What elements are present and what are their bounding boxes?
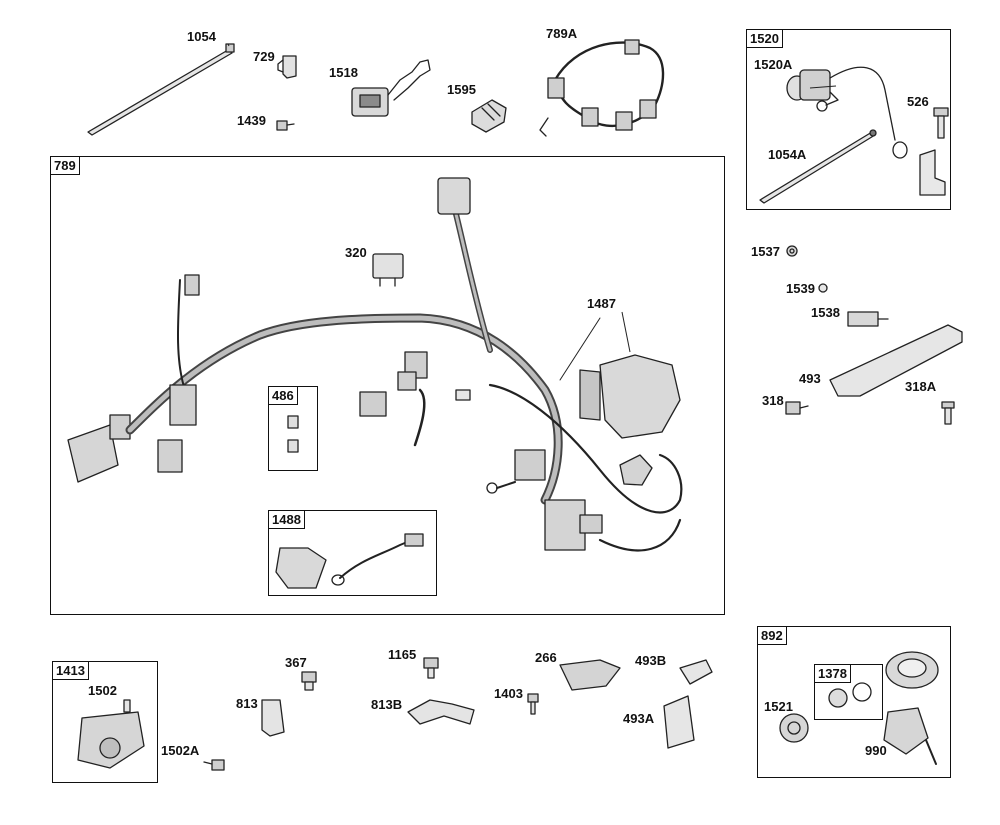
callout-990: 990 (865, 743, 887, 758)
callout-1439: 1439 (237, 113, 266, 128)
nut-1378 (828, 682, 872, 708)
callout-1054: 1054 (187, 29, 216, 44)
callout-266: 266 (535, 650, 557, 665)
callout-789A: 789A (546, 26, 578, 41)
washer-1539 (818, 283, 828, 293)
callout-1054A: 1054A (768, 147, 807, 162)
screw-367 (301, 671, 317, 691)
callout-318A: 318A (905, 379, 937, 394)
kit-1413-frame (52, 661, 158, 783)
bracket-1520 (919, 149, 946, 196)
callout-1520A: 1520A (754, 57, 793, 72)
callout-1502A: 1502A (161, 743, 200, 758)
box-label-1488: 1488 (268, 510, 305, 529)
connector-1488 (275, 533, 424, 589)
fuses-486 (287, 415, 299, 453)
kit-1520-frame (746, 29, 951, 210)
callout-526: 526 (907, 94, 929, 109)
screw-1165 (423, 657, 439, 679)
callout-1539: 1539 (786, 281, 815, 296)
bolt-318 (785, 401, 809, 415)
harness-789-frame (50, 156, 725, 615)
callout-1595: 1595 (447, 82, 476, 97)
box-label-1413: 1413 (52, 661, 89, 680)
main-harness-789 (67, 177, 683, 552)
callout-1521: 1521 (764, 699, 793, 714)
cable-tie-1054 (87, 43, 235, 136)
callout-1537: 1537 (751, 244, 780, 259)
clip-729 (277, 55, 297, 79)
callout-1403: 1403 (494, 686, 523, 701)
box-label-789: 789 (50, 156, 80, 175)
standoff-1538 (847, 311, 889, 327)
callout-1487: 1487 (587, 296, 616, 311)
connector-1595 (471, 99, 507, 133)
callout-1538: 1538 (811, 305, 840, 320)
sensor-1520A (786, 66, 908, 159)
screw-1439 (276, 120, 295, 131)
screw-318A (941, 401, 955, 425)
clip-813B (407, 699, 475, 725)
callout-1502: 1502 (88, 683, 117, 698)
callout-367: 367 (285, 655, 307, 670)
callout-493: 493 (799, 371, 821, 386)
box-label-1378: 1378 (814, 664, 851, 683)
harness-789A (539, 39, 665, 137)
sensor-1413 (77, 699, 145, 769)
callout-1518: 1518 (329, 65, 358, 80)
screw-1502A (203, 759, 225, 771)
screw-1403 (527, 693, 539, 715)
callout-493A: 493A (623, 711, 655, 726)
callout-729: 729 (253, 49, 275, 64)
kit-892-frame (757, 626, 951, 778)
callout-318: 318 (762, 393, 784, 408)
bolt-526 (933, 107, 949, 139)
bracket-493A (663, 695, 695, 749)
box-label-1520: 1520 (746, 29, 783, 48)
bracket-493B (679, 659, 713, 685)
callout-813B: 813B (371, 697, 403, 712)
callout-493B: 493B (635, 653, 667, 668)
box-label-892: 892 (757, 626, 787, 645)
key-990 (883, 707, 937, 765)
callout-1165: 1165 (388, 647, 417, 662)
box-label-486: 486 (268, 386, 298, 405)
fuse-holder-1518 (351, 59, 431, 117)
bezel-1521 (779, 713, 809, 743)
nut-1537 (786, 245, 798, 257)
cable-tie-1054A (759, 129, 877, 204)
kit-1488-frame (268, 510, 437, 596)
clip-813 (261, 699, 285, 737)
callout-320: 320 (345, 245, 367, 260)
bracket-493 (829, 324, 963, 397)
ignition-switch-892 (885, 651, 939, 689)
switch-266 (559, 659, 621, 691)
callout-813: 813 (236, 696, 258, 711)
